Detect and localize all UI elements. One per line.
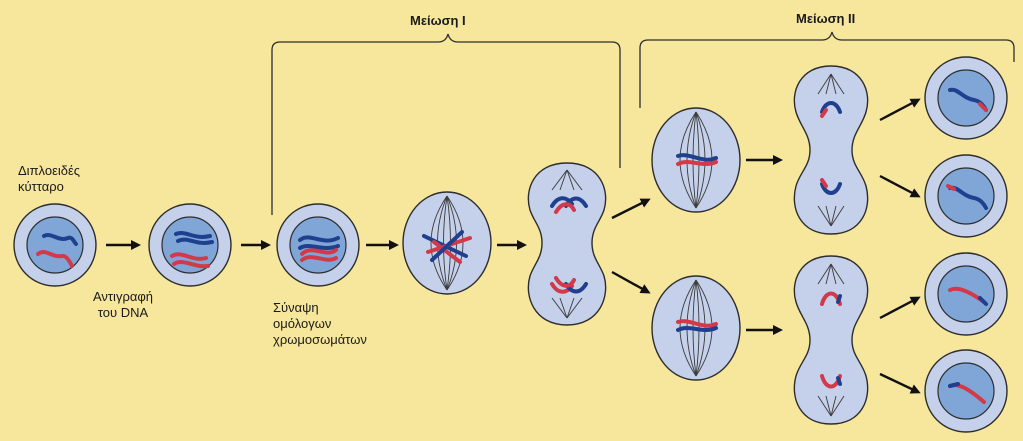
- arrow-icon: [611, 270, 651, 294]
- diploid-label: Διπλοειδές κύτταρο: [18, 163, 80, 195]
- replication-label-line1: Αντιγραφή: [92, 289, 154, 304]
- anaphase-2-cell-bottom: [793, 255, 869, 425]
- synapsis-label-line2: ομόλογων: [273, 316, 332, 331]
- metaphase-2-cell-bottom: [651, 275, 741, 381]
- arrow-icon: [879, 98, 921, 122]
- haploid-cell-1: [924, 56, 1008, 140]
- arrow-icon: [879, 174, 921, 198]
- anaphase-2-cell-top: [793, 65, 869, 235]
- synapsis-label: Σύναψη ομόλογων χρωμοσωμάτων: [273, 300, 367, 348]
- diploid-label-line2: κύτταρο: [18, 179, 64, 194]
- anaphase-1-cell: [527, 162, 607, 326]
- replication-label-line2: του DNA: [97, 305, 149, 320]
- synapsis-label-line1: Σύναψη: [273, 300, 319, 315]
- haploid-cell-3: [924, 252, 1008, 336]
- synapsis-cell: [276, 203, 360, 287]
- metaphase-2-cell-top: [651, 107, 741, 213]
- replicated-cell: [148, 203, 232, 287]
- arrow-icon: [879, 372, 921, 394]
- synapsis-label-line3: χρωμοσωμάτων: [273, 332, 367, 347]
- arrows: [106, 98, 921, 394]
- arrow-icon: [879, 296, 921, 320]
- metaphase-1-cell: [402, 191, 492, 295]
- haploid-cell-2: [924, 154, 1008, 238]
- arrow-icon: [611, 198, 651, 220]
- haploid-cell-4: [924, 349, 1008, 433]
- meiosis-2-title: Μείωση II: [796, 11, 856, 26]
- diploid-label-line1: Διπλοειδές: [18, 163, 81, 178]
- meiosis-2-bracket: [639, 31, 1015, 108]
- diploid-cell: [13, 203, 97, 287]
- replication-label: Αντιγραφή του DNA: [82, 289, 164, 321]
- meiosis-1-bracket: [271, 33, 621, 215]
- meiosis-1-title: Μείωση I: [410, 13, 466, 28]
